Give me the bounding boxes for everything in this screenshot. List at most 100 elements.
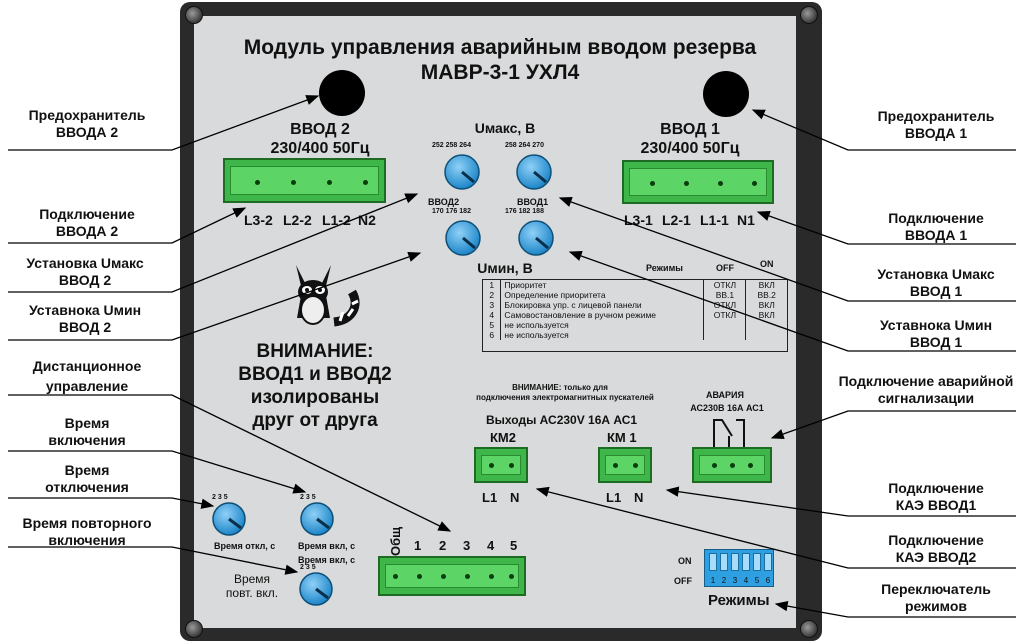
modes-row-text: Самовостановление в ручном режиме: [500, 310, 705, 320]
umin-scale-vvod1: 176 182 188: [505, 208, 544, 215]
umin-dial-vvod1[interactable]: [518, 220, 554, 256]
remote-term-label: 3: [463, 538, 471, 553]
panel-model: МАВР-3-1 УХЛ4: [420, 61, 580, 84]
time-on-label-2: Время вкл, с: [298, 555, 356, 565]
modes-on-header: ON: [760, 259, 774, 269]
modes-row-number: 5: [481, 320, 502, 330]
panel-title: Модуль управления аварийным вводом резер…: [243, 36, 757, 59]
umin-scale-vvod2: 170 176 182: [432, 208, 471, 215]
modes-row-text: Приоритет: [500, 280, 705, 290]
umin-dial-vvod2[interactable]: [445, 220, 481, 256]
km-term-label: N: [634, 490, 644, 505]
modes-row-on: ВКЛ: [745, 280, 788, 290]
dip-toggle[interactable]: [731, 553, 739, 571]
modes-row-on: ВКЛ: [745, 310, 788, 320]
km2-terminal[interactable]: [474, 447, 528, 483]
umax-scale-vvod2: 252 258 264: [432, 142, 471, 149]
alarm-terminal[interactable]: [692, 447, 772, 483]
km1-label: КМ 1: [607, 430, 637, 445]
dip-on-label: ON: [678, 556, 692, 566]
time-off-dial[interactable]: [212, 502, 246, 536]
dip-toggle[interactable]: [720, 553, 728, 571]
fuse-input1-icon[interactable]: [703, 71, 749, 117]
modes-row-on: ВВ.2: [745, 290, 788, 300]
dip-number: 3: [732, 576, 738, 585]
alarm-spec: АС230В 16А АС1: [690, 403, 764, 413]
km1-terminal[interactable]: [598, 447, 652, 483]
time-repeat-dial[interactable]: [299, 572, 333, 606]
input1-terminal[interactable]: [622, 160, 774, 204]
modes-row-number: 1: [481, 280, 502, 290]
modes-row-off: ОТКЛ: [703, 300, 747, 310]
km-term-label: N: [510, 490, 520, 505]
raccoon-mascot-icon: [296, 265, 360, 327]
screw-icon: [800, 6, 818, 24]
alarm-title: АВАРИЯ: [706, 390, 744, 400]
screw-icon: [800, 620, 818, 638]
remote-term-label: 5: [510, 538, 518, 553]
time-repeat-scale: 2 3 5: [300, 564, 316, 571]
umax-label: Uмакс, В: [474, 120, 536, 136]
modes-row-off: [703, 330, 747, 340]
dial-label-vvod1: ВВОД1: [517, 197, 549, 207]
km-term-label: L1: [482, 490, 498, 505]
isolation-warning: ВНИМАНИЕ: ВВОД1 и ВВОД2 изолированы друг…: [238, 341, 392, 431]
screw-icon: [185, 620, 203, 638]
time-off-scale: 2 3 5: [212, 494, 228, 501]
fuse-input2-icon[interactable]: [319, 70, 365, 116]
remote-term-label: 2: [439, 538, 447, 553]
modes-dip-switch[interactable]: 1 2 3 4 5 6: [704, 549, 774, 587]
dip-toggle[interactable]: [742, 553, 750, 571]
relay-note-1: ВНИМАНИЕ: только для: [512, 383, 608, 392]
time-repeat-label: Время повт. вкл.: [225, 572, 279, 600]
modes-row-number: 2: [481, 290, 502, 300]
dip-title: Режимы: [708, 592, 770, 609]
dip-toggle[interactable]: [753, 553, 761, 571]
dip-toggle[interactable]: [709, 553, 717, 571]
remote-terminal[interactable]: [378, 556, 526, 596]
umax-dial-vvod1[interactable]: [516, 154, 552, 190]
dip-toggle[interactable]: [764, 553, 772, 571]
input1-title: ВВОД 1: [660, 121, 720, 138]
dip-number: 2: [721, 576, 727, 585]
umax-dial-vvod2[interactable]: [444, 154, 480, 190]
modes-row-number: 6: [481, 330, 502, 340]
modes-off-header: OFF: [716, 263, 734, 273]
dip-number: 5: [754, 576, 760, 585]
km2-label: КМ2: [490, 430, 516, 445]
dial-label-vvod2: ВВОД2: [428, 197, 460, 207]
modes-row-text: Блокировка упр. с лицевой панели: [500, 300, 705, 310]
remote-term-label: 4: [487, 538, 495, 553]
time-on-dial[interactable]: [300, 502, 334, 536]
modes-row-off: [703, 320, 747, 330]
time-on-label: Время вкл, с: [298, 541, 356, 551]
screw-icon: [185, 6, 203, 24]
modes-row-text: Определение приоритета: [500, 290, 705, 300]
time-on-scale: 2 3 5: [300, 494, 316, 501]
modes-row-number: 3: [481, 300, 502, 310]
umin-label: Uмин, В: [477, 260, 533, 276]
outputs-label: Выходы АС230V 16А АС1: [486, 413, 638, 427]
modes-row-on: [745, 330, 788, 340]
modes-row-off: ОТКЛ: [703, 310, 747, 320]
dip-number: 1: [710, 576, 716, 585]
umax-scale-vvod1: 258 264 270: [505, 142, 544, 149]
